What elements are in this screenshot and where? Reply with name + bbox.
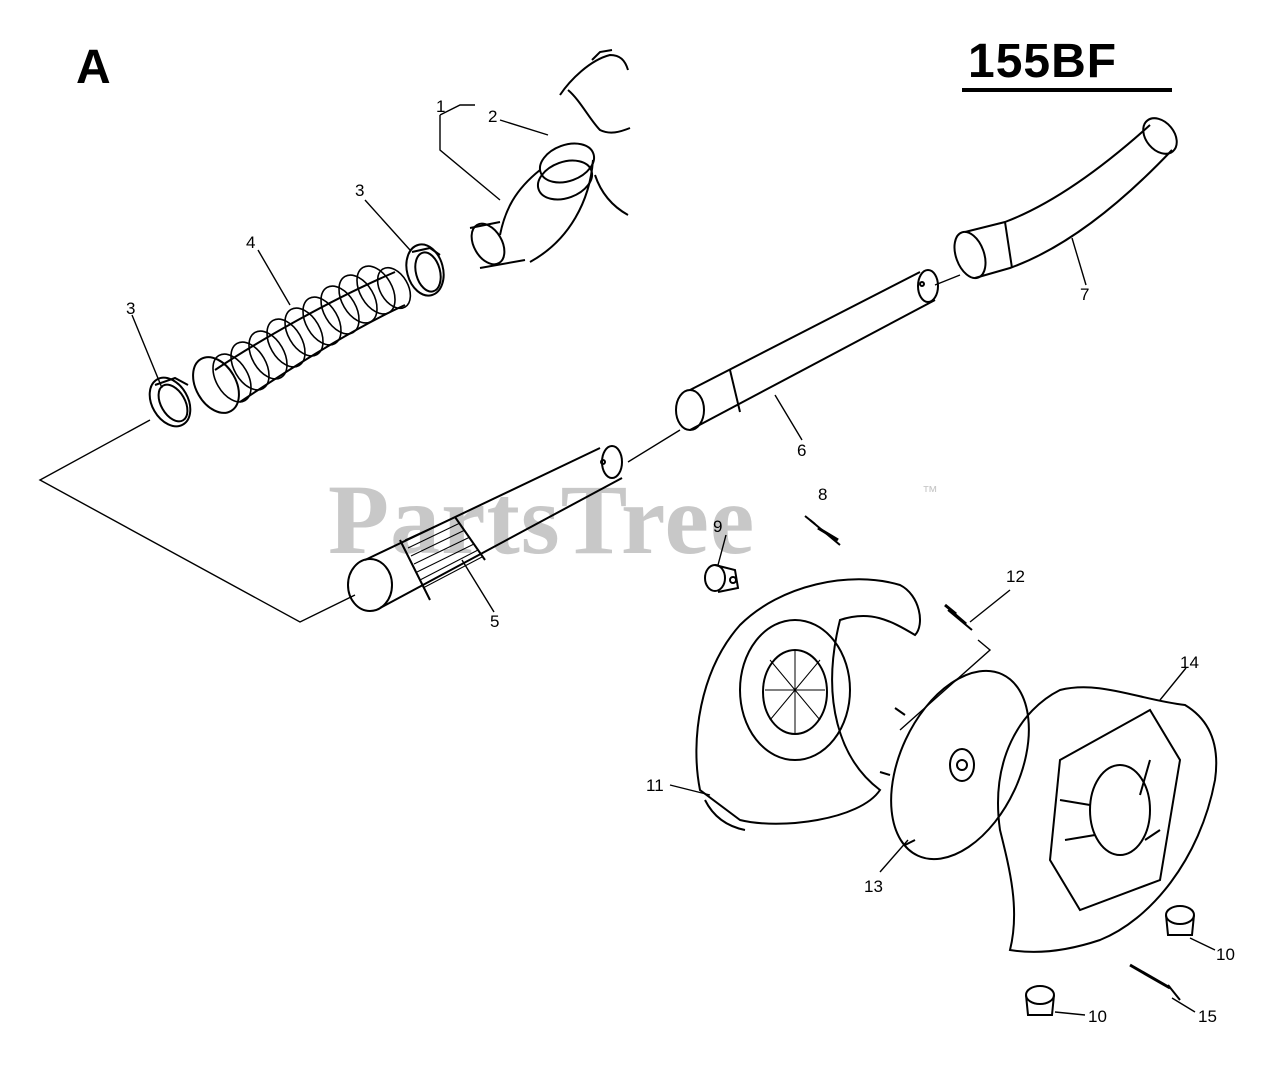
leader-lines bbox=[131, 119, 1216, 1016]
callout-10-right: 10 bbox=[1216, 945, 1235, 964]
model-code: 155BF bbox=[968, 35, 1118, 88]
callout-9: 9 bbox=[713, 517, 722, 536]
callout-2: 2 bbox=[488, 107, 497, 126]
part-5-grip-tube bbox=[347, 445, 623, 612]
part-10-cap-left bbox=[1025, 985, 1055, 1016]
callout-8: 8 bbox=[818, 485, 827, 504]
callout-13: 13 bbox=[864, 877, 883, 896]
section-letter: A bbox=[76, 41, 111, 94]
part-4-flex-hose bbox=[192, 265, 412, 414]
callout-5: 5 bbox=[490, 612, 499, 631]
model-underline bbox=[962, 88, 1172, 92]
watermark: PartsTree bbox=[328, 464, 756, 575]
part-14-housing-cover bbox=[997, 686, 1218, 953]
part-9-grommet bbox=[704, 564, 740, 593]
part-6-straight-tube bbox=[675, 269, 939, 431]
callout-15: 15 bbox=[1198, 1007, 1217, 1026]
part-12-screw bbox=[944, 603, 973, 631]
part-3-clamp-right bbox=[405, 243, 445, 297]
callout-4: 4 bbox=[246, 233, 255, 252]
part-11-fan-housing bbox=[695, 578, 921, 831]
part-3-clamp-left bbox=[148, 376, 192, 428]
engine-housing-fragment bbox=[559, 49, 631, 216]
callout-1: 1 bbox=[436, 97, 445, 116]
part-13-impeller bbox=[879, 669, 1030, 861]
part-8-screw bbox=[804, 515, 841, 546]
part-7-curved-tube bbox=[953, 117, 1178, 280]
part-2-elbow bbox=[469, 142, 596, 269]
callout-3-left: 3 bbox=[126, 299, 135, 318]
assembly-lines bbox=[38, 104, 992, 731]
callout-14: 14 bbox=[1180, 653, 1199, 672]
callout-labels: 1 2 3 4 3 7 6 8 9 5 12 14 11 13 10 10 15 bbox=[126, 97, 1235, 1026]
callout-7: 7 bbox=[1080, 285, 1089, 304]
callout-11: 11 bbox=[646, 776, 664, 795]
callout-6: 6 bbox=[797, 441, 806, 460]
part-15-bolt bbox=[1129, 963, 1181, 1001]
trademark-symbol: ™ bbox=[922, 484, 938, 501]
callout-12: 12 bbox=[1006, 567, 1025, 586]
callout-3-right: 3 bbox=[355, 181, 364, 200]
callout-10-left: 10 bbox=[1088, 1007, 1107, 1026]
part-10-cap-right bbox=[1165, 905, 1195, 936]
